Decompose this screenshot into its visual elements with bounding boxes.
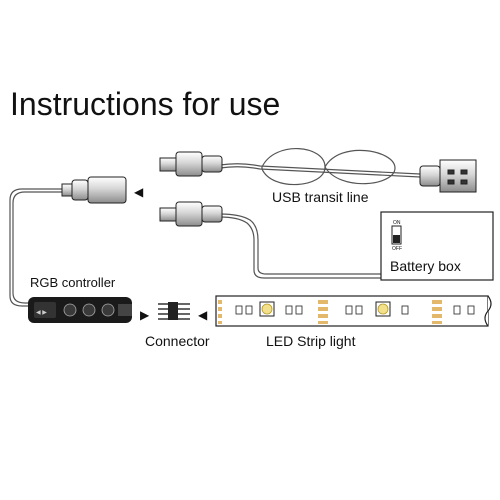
battery-box: ON OFF Battery box xyxy=(380,211,494,281)
led-chip-icon xyxy=(259,301,275,317)
four-pin-connector-icon xyxy=(158,302,190,320)
connector-label: Connector xyxy=(145,333,210,349)
rgb-controller-label: RGB controller xyxy=(30,275,116,290)
rgb-controller: ◀ ▶ xyxy=(28,297,132,323)
dc-female-connector xyxy=(61,176,127,204)
power-button-icon xyxy=(101,303,115,317)
led-strip xyxy=(215,295,492,327)
dc-male-connector-usb xyxy=(159,151,223,177)
battery-box-label: Battery box xyxy=(390,258,461,274)
arrow-left-icon: ◀ xyxy=(198,308,208,322)
switch-on-label: ON xyxy=(393,220,401,226)
led-chip-icon xyxy=(375,301,391,317)
page-title: Instructions for use xyxy=(10,86,280,122)
arrow-right-icon: ▶ xyxy=(140,308,150,322)
usb-plug-icon xyxy=(419,159,477,193)
svg-text:◀ ▶: ◀ ▶ xyxy=(36,310,47,316)
cables xyxy=(9,148,421,307)
usb-transit-line-label: USB transit line xyxy=(272,189,369,205)
dc-male-connector-battery xyxy=(159,201,223,227)
arrow-left-icon: ◀ xyxy=(134,185,144,199)
led-strip-light-label: LED Strip light xyxy=(266,333,356,349)
color-button-icon xyxy=(82,303,96,317)
switch-off-label: OFF xyxy=(392,246,402,252)
mode-button-icon xyxy=(63,303,77,317)
